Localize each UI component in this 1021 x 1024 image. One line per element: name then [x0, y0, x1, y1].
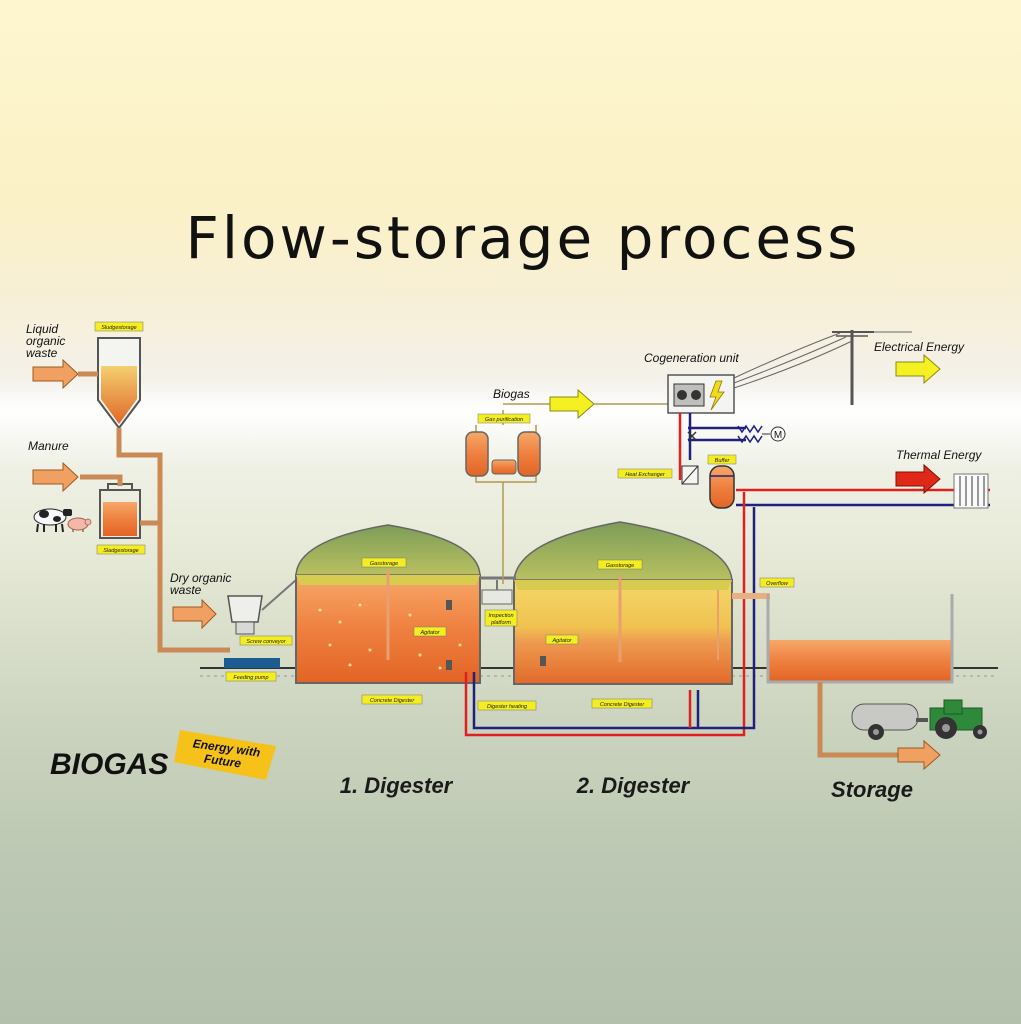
- tag-sludge-storage-2: [96, 544, 146, 555]
- tag-buffer: [707, 454, 737, 465]
- tag-overflow-text: Overflow: [766, 581, 789, 587]
- cow-icon: [33, 508, 72, 533]
- tag-concrete-digester-1-text: Concrete Digester: [370, 698, 415, 704]
- tag-overflow: [759, 577, 795, 588]
- brand-slogan-badge: Energy with Future: [174, 730, 276, 780]
- tag-heat-exchanger-text: Heat Exchanger: [625, 472, 666, 478]
- tag-feeding-pump: [225, 671, 277, 682]
- tag-concrete-digester-1: [361, 694, 423, 705]
- tag-agitator-1-text: Agitator: [420, 630, 441, 636]
- storage-tank: [766, 594, 954, 684]
- power-pole: [733, 330, 912, 405]
- tag-digester-heating-text: Digester heating: [487, 704, 528, 710]
- tag-heat-exchanger: [617, 468, 673, 479]
- tag-gas-storage-2: [597, 559, 643, 570]
- digester-2-tank: [513, 521, 733, 685]
- page-title: Flow-storage process: [186, 204, 861, 272]
- pig-icon: [67, 517, 92, 532]
- stage-storage: Storage: [831, 777, 913, 802]
- tag-buffer-text: Buffer: [715, 458, 731, 464]
- tag-inspection-platform-text-2: platform: [490, 620, 511, 626]
- cogeneration-unit: [667, 374, 735, 414]
- motor-icon: [770, 426, 786, 442]
- storage-arrow-icon: [897, 739, 941, 771]
- manure-storage-tank: [99, 483, 141, 539]
- tag-sludge-storage-2-text: Sladgestorage: [103, 548, 138, 554]
- tag-screw-conveyor: [239, 635, 293, 646]
- dry-waste-label-1: Dry organic: [170, 571, 231, 585]
- cooler: [737, 424, 770, 444]
- tag-gas-storage-1: [361, 557, 407, 568]
- motor-symbol: M: [774, 430, 782, 441]
- liquid-waste-arrow-icon: [32, 358, 79, 390]
- tractor-icon: [851, 699, 987, 740]
- radiator-icon: [953, 473, 989, 509]
- tag-agitator-2-text: Agitator: [552, 638, 573, 644]
- biogas-arrow-icon: [549, 388, 595, 420]
- cogeneration-label: Cogeneration unit: [644, 351, 739, 365]
- electrical-energy-arrow-icon: [895, 353, 941, 385]
- thermal-energy-arrow-icon: [895, 463, 941, 495]
- gas-purification-unit: [465, 410, 541, 584]
- biogas-label: Biogas: [493, 387, 530, 401]
- dry-waste-label-2: waste: [170, 583, 202, 597]
- tag-agitator-1: [413, 626, 447, 637]
- tag-gas-storage-2-text: Gasstorage: [606, 563, 634, 569]
- heat-exchanger: [681, 465, 699, 485]
- tag-concrete-digester-2-text: Concrete Digester: [600, 702, 645, 708]
- tag-sludge-storage-1-text: Sludgestorage: [101, 325, 136, 331]
- slogan-line-2: Future: [203, 752, 242, 771]
- tag-feeding-pump-text: Feeding pump: [233, 675, 268, 681]
- tag-gas-purification-text: Gas purification: [485, 417, 523, 423]
- tag-concrete-digester-2: [591, 698, 653, 709]
- tag-gas-storage-1-text: Gasstorage: [370, 561, 398, 567]
- manure-arrow-icon: [32, 461, 79, 493]
- storage-outlet-pipe: [817, 682, 898, 758]
- dry-feeder-hopper: [227, 579, 297, 635]
- digester-1-tank: [295, 524, 481, 684]
- inspection-platform: [480, 576, 516, 605]
- heat-pipes: [464, 413, 990, 737]
- dry-waste-arrow-icon: [172, 598, 217, 630]
- tag-screw-conveyor-text: Screw conveyor: [246, 639, 286, 645]
- stage-digester-2: 2. Digester: [576, 773, 691, 798]
- buffer-tank: [709, 465, 735, 509]
- tag-inspection-platform: [484, 609, 518, 627]
- feed-pipes: [78, 371, 230, 653]
- liquid-waste-label-3: waste: [26, 346, 58, 360]
- feeding-pump: [224, 658, 280, 668]
- brand-name: BIOGAS: [50, 748, 168, 781]
- sludge-storage-silo: [97, 337, 141, 430]
- tag-digester-heating: [477, 700, 537, 711]
- lightning-icon: [709, 380, 725, 411]
- tag-inspection-platform-text-1: Inspection: [488, 613, 513, 619]
- manure-label: Manure: [28, 439, 69, 453]
- electrical-energy-label: Electrical Energy: [874, 340, 965, 354]
- tag-agitator-2: [545, 634, 579, 645]
- tag-gas-purification: [477, 413, 531, 424]
- tag-sludge-storage-1: [94, 321, 144, 332]
- liquid-waste-label-1: Liquid: [26, 322, 58, 336]
- stage-digester-1: 1. Digester: [340, 773, 454, 798]
- thermal-energy-label: Thermal Energy: [896, 448, 982, 462]
- valve-icon: [687, 431, 697, 441]
- liquid-waste-label-2: organic: [26, 334, 65, 348]
